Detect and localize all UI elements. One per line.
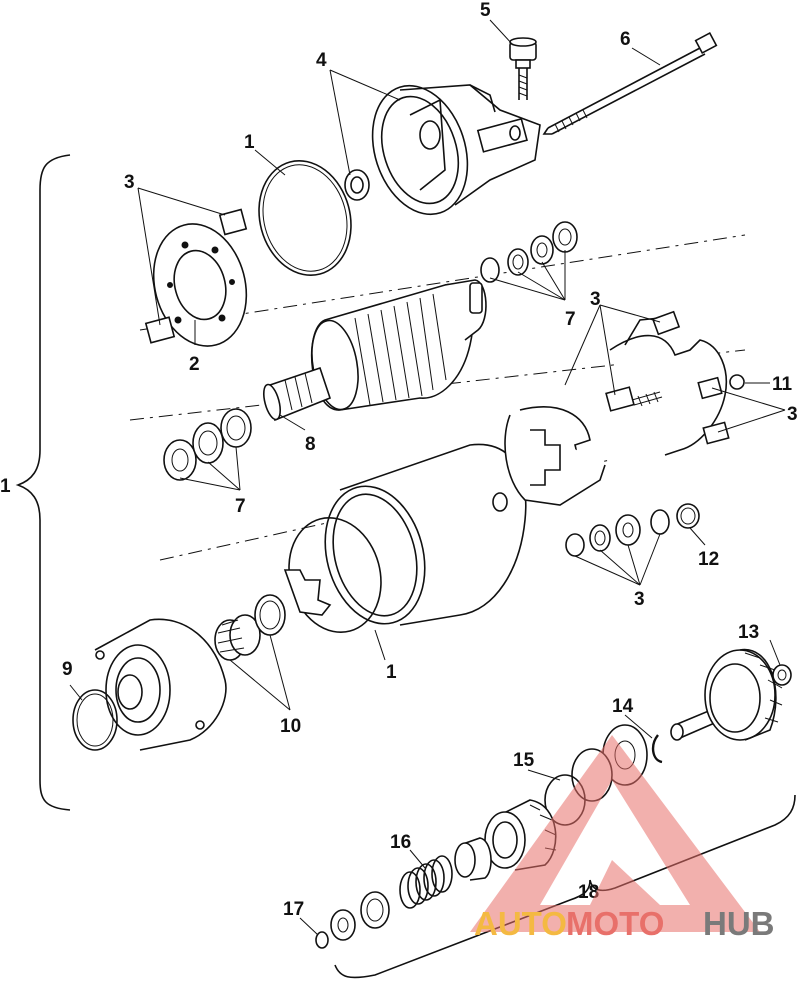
group-brace bbox=[15, 154, 71, 811]
pinion-shaft bbox=[670, 649, 792, 741]
tab-plate bbox=[283, 569, 332, 616]
watermark-triangle-logo bbox=[470, 735, 760, 932]
watermark: AUTO MOTO HUB bbox=[470, 735, 775, 942]
callout-15: 15 bbox=[513, 750, 535, 771]
washers-bottom-right bbox=[565, 503, 700, 557]
end-washers bbox=[315, 891, 390, 949]
callout-2: 2 bbox=[189, 354, 200, 375]
callout-3-right-top: 3 bbox=[590, 289, 601, 310]
callout-4: 4 bbox=[316, 50, 327, 71]
callout-16: 16 bbox=[390, 832, 411, 853]
bearings bbox=[214, 594, 286, 661]
callout-17: 17 bbox=[283, 899, 304, 920]
callout-1-bottom: 1 bbox=[386, 662, 397, 683]
magnet-housing bbox=[504, 406, 606, 506]
through-bolt bbox=[542, 31, 718, 135]
mounting-bolt bbox=[509, 37, 537, 100]
end-housing bbox=[344, 84, 541, 216]
callout-13: 13 bbox=[738, 622, 759, 643]
brush-holder bbox=[605, 310, 745, 456]
armature bbox=[262, 279, 487, 422]
o-ring-top-inner bbox=[262, 164, 348, 272]
callout-3-right: 3 bbox=[787, 404, 798, 425]
callout-3-bottom: 3 bbox=[634, 589, 645, 610]
group-18-bracket bbox=[334, 794, 796, 979]
callout-8: 8 bbox=[305, 434, 316, 455]
thrust-washers-left bbox=[163, 408, 252, 481]
watermark-auto: AUTO bbox=[474, 905, 567, 942]
callout-numbers: 1 1 1 2 3 3 3 3 4 5 6 7 7 8 9 10 11 12 1… bbox=[0, 0, 798, 920]
callout-1-bracket: 1 bbox=[0, 476, 11, 497]
o-ring-top bbox=[258, 159, 352, 277]
drive-end-housing bbox=[72, 618, 227, 751]
callout-14: 14 bbox=[612, 696, 634, 717]
callout-11: 11 bbox=[772, 374, 793, 395]
brush-plate bbox=[144, 208, 248, 347]
callout-9: 9 bbox=[62, 659, 73, 680]
callout-1-top: 1 bbox=[244, 132, 255, 153]
callout-5: 5 bbox=[480, 0, 491, 21]
callout-10: 10 bbox=[280, 716, 301, 737]
callout-7-left: 7 bbox=[235, 496, 246, 517]
callout-7-right: 7 bbox=[565, 309, 576, 330]
field-frame bbox=[324, 443, 527, 626]
callout-3-left: 3 bbox=[124, 172, 135, 193]
watermark-moto: MOTO bbox=[566, 905, 664, 942]
thrust-washers-top bbox=[480, 221, 578, 283]
clutch-gear bbox=[484, 799, 557, 871]
clutch-spring bbox=[399, 855, 453, 909]
collar bbox=[454, 837, 492, 881]
callout-6: 6 bbox=[620, 29, 631, 50]
watermark-hub: HUB bbox=[703, 905, 775, 942]
leader-lines bbox=[69, 19, 786, 936]
callout-12: 12 bbox=[698, 549, 719, 570]
